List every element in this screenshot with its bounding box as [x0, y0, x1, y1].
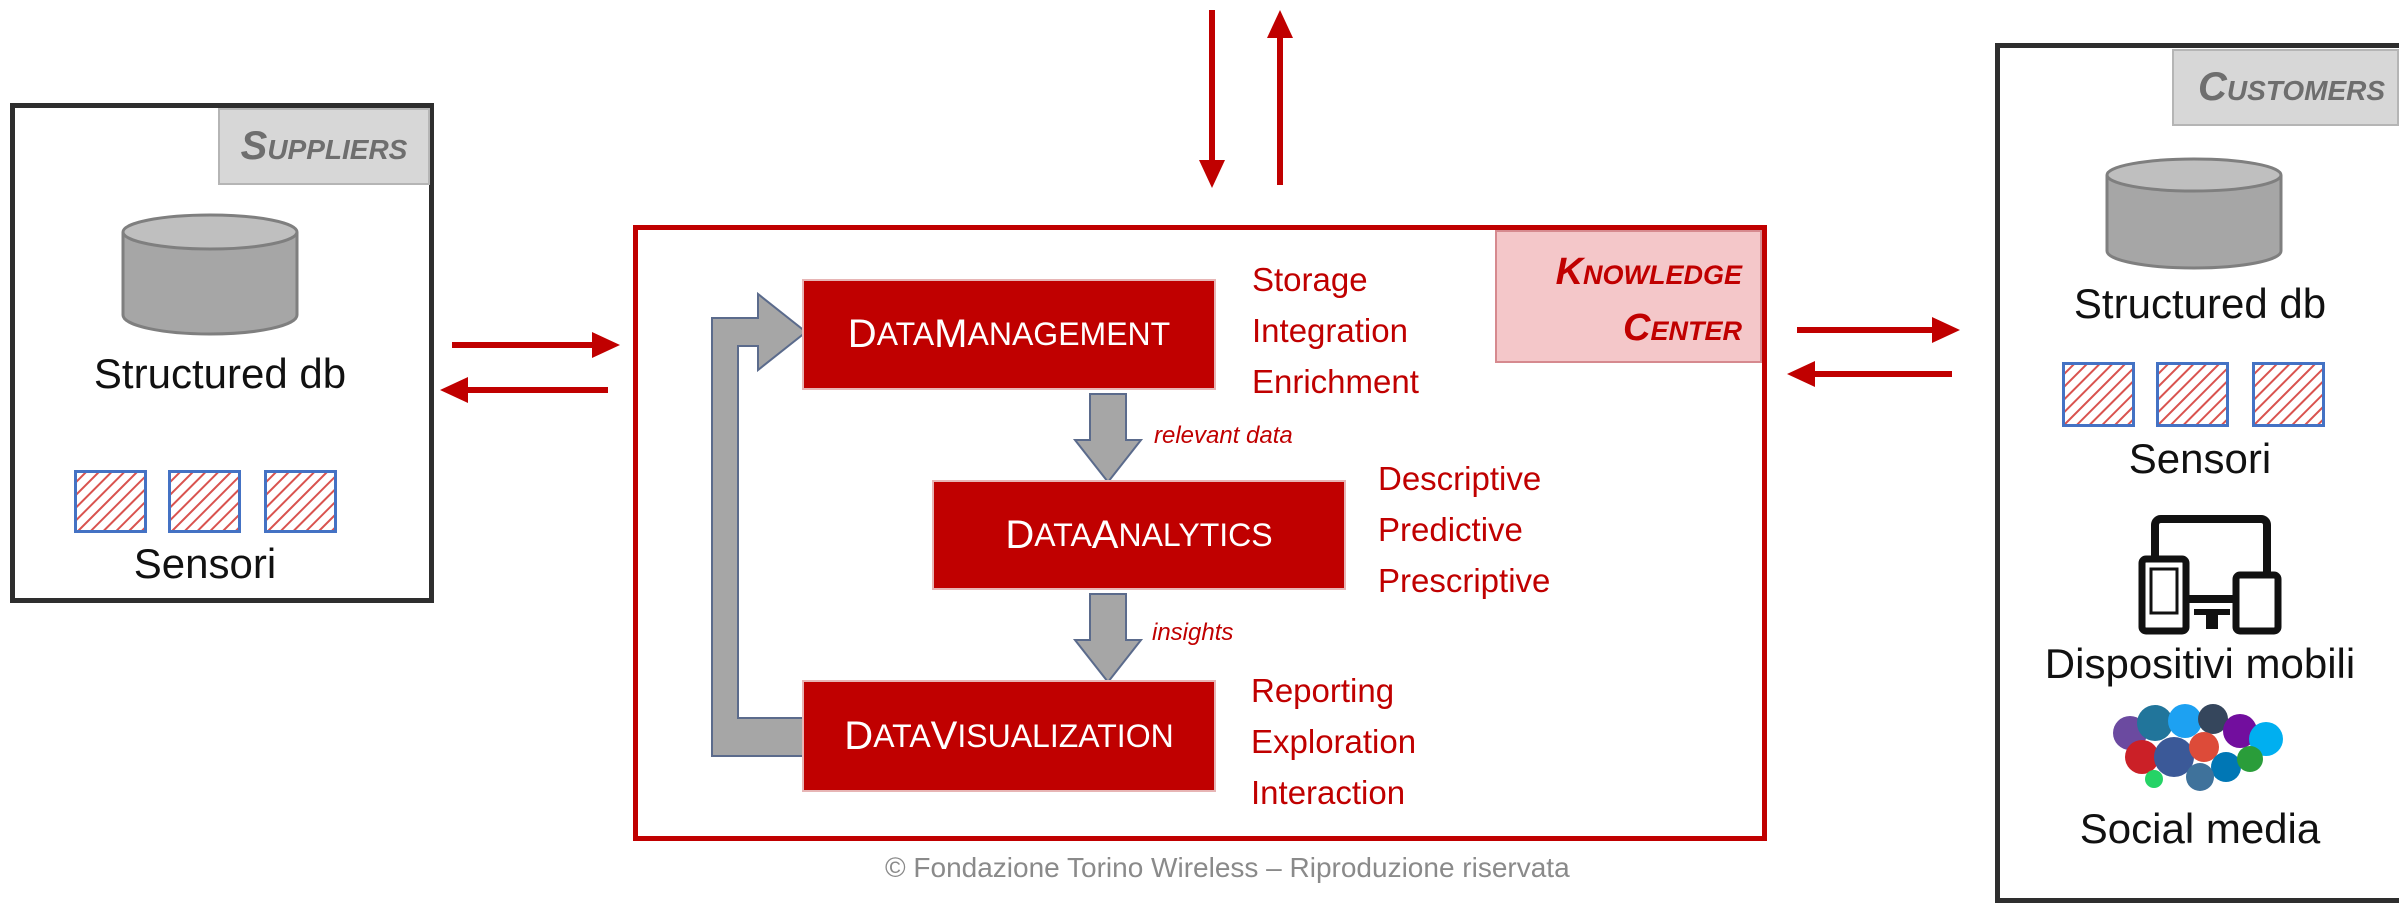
sensor-icon — [2062, 362, 2135, 427]
database-icon — [121, 213, 299, 336]
flow-arrow-down — [1072, 593, 1144, 684]
knowledge-center-frame — [633, 225, 1767, 841]
suppliers-db-label: Structured db — [93, 350, 347, 397]
mobile-devices-icon — [2138, 515, 2282, 635]
insights-label: insights — [1152, 619, 1234, 646]
sensor-icon — [168, 470, 241, 533]
sensor-icon — [264, 470, 337, 533]
database-icon — [2105, 157, 2283, 270]
social-media-icon — [2113, 704, 2283, 791]
customers-devices-label: Dispositivi mobili — [2044, 640, 2356, 687]
customers-db-label: Structured db — [2073, 280, 2327, 327]
knowledge-center-tag: Knowledge Center — [1495, 230, 1762, 363]
data-visualization-list: Reporting Exploration Interaction — [1251, 672, 1417, 811]
customers-social-label: Social media — [2079, 805, 2321, 852]
sensor-icon — [2252, 362, 2325, 427]
arrow-to-suppliers — [440, 377, 608, 403]
copyright-footer: © Fondazione Torino Wireless – Riproduzi… — [885, 852, 1570, 883]
arrow-to-customers — [1797, 317, 1960, 343]
data-analytics-list: Descriptive Predictive Prescriptive — [1378, 460, 1551, 599]
arrow-up-out-of-center — [1267, 10, 1293, 185]
customers-tag: Customers — [2172, 49, 2399, 126]
suppliers-sensors-label: Sensori — [133, 540, 277, 587]
relevant-data-label: relevant data — [1154, 422, 1293, 449]
data-management-list: Storage Integration Enrichment — [1252, 261, 1419, 400]
sensor-icon — [2156, 362, 2229, 427]
sensor-icon — [74, 470, 147, 533]
suppliers-tag: Suppliers — [218, 108, 430, 185]
customers-sensors-label: Sensori — [2128, 435, 2272, 482]
flow-arrow-down — [1072, 393, 1144, 484]
arrow-to-knowledge-center — [452, 332, 620, 358]
arrow-down-into-center — [1199, 10, 1225, 188]
arrow-from-customers — [1787, 361, 1952, 387]
feedback-loop-arrow — [711, 291, 808, 757]
